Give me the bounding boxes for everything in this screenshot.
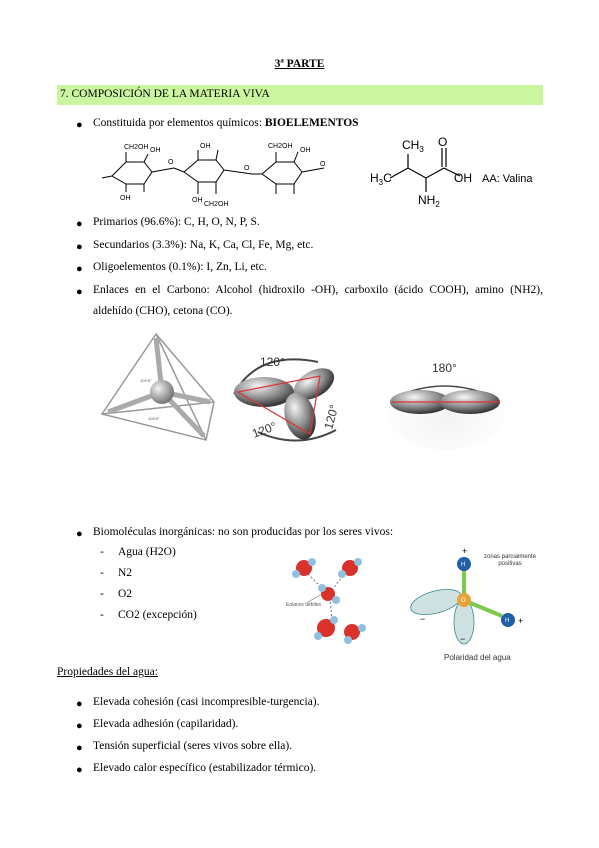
valina-nh2: NH2: [418, 193, 440, 208]
atom-h-label: H: [461, 562, 465, 568]
angle-label: 120°: [321, 403, 341, 431]
element-secundarios: Secundarios (3.3%): Na, K, Ca, Cl, Fe, M…: [93, 239, 314, 251]
water-props-heading: Propiedades del agua:: [57, 666, 158, 678]
valina-ch3: CH3: [402, 138, 424, 154]
angle-label: 180°: [432, 361, 457, 375]
dash-icon: -: [100, 588, 104, 600]
bullet-icon: ●: [76, 764, 83, 776]
inorganic-item: N2: [118, 567, 133, 579]
bioelementos-label: BIOELEMENTOS: [264, 117, 359, 129]
bullet-icon: ●: [76, 241, 83, 253]
bullet-icon: ●: [76, 742, 83, 754]
water-prop-item: Tensión superficial (seres vivos sobre e…: [93, 740, 293, 752]
angle-label: 109.5°: [140, 378, 152, 383]
valina-o: O: [438, 135, 447, 149]
sugar-label: OH: [150, 147, 161, 154]
positive-zones-label: zonas parcialmente positivas: [483, 554, 537, 567]
angle-label: 120°: [260, 355, 285, 369]
linear-diagram: 180°: [386, 361, 506, 450]
atom-h-label: H: [505, 618, 509, 624]
bullet-icon: ●: [76, 286, 83, 298]
sugar-label: O: [320, 161, 326, 168]
dash-icon: -: [100, 609, 104, 621]
sugar-label: CH2OH: [268, 143, 293, 150]
atom-o-label: O: [461, 598, 466, 604]
angle-label: 109.5°: [148, 416, 160, 421]
inorganic-item: CO2 (excepción): [118, 609, 197, 621]
bullet-icon: ●: [76, 720, 83, 732]
plus-sign: +: [462, 546, 467, 556]
tetrahedral-diagram: 109.5° 109.5°: [100, 332, 215, 441]
page-title: 3ª PARTE: [274, 58, 325, 70]
bullet-icon: ●: [76, 698, 83, 710]
minus-sign: −: [420, 614, 425, 624]
sugar-label: OH: [192, 197, 203, 204]
valina-diagram: CH3 H3C O OH NH2 AA: Valina: [370, 135, 533, 208]
sugar-label: OH: [200, 143, 211, 150]
intro-text: Constituida por elementos químicos: BIOE…: [93, 117, 359, 129]
bonds-label: Enlaces débiles: [286, 602, 322, 608]
water-prop-item: Elevada adhesión (capilaridad).: [93, 718, 239, 730]
valina-oh: OH: [454, 171, 472, 185]
element-oligoelementos: Oligoelementos (0.1%): I, Zn, Li, etc.: [93, 261, 267, 273]
trigonal-diagram: 120° 120° 120°: [233, 355, 341, 442]
water-molecules-diagram: Enlaces débiles: [286, 558, 366, 644]
polysaccharide-diagram: CH2OH OH OH OH OH CH2OH CH2OH OH O O O: [101, 143, 326, 208]
sugar-label: OH: [300, 147, 311, 154]
bullet-icon: ●: [76, 218, 83, 230]
inorganic-item: O2: [118, 588, 133, 600]
inorganic-item: Agua (H2O): [118, 546, 176, 558]
bullet-icon: ●: [76, 263, 83, 275]
section-highlight: [57, 85, 543, 105]
section-title: 7. COMPOSICIÓN DE LA MATERIA VIVA: [60, 88, 270, 100]
water-polarity-diagram: H H O + + − − zonas parcialmente positiv…: [410, 546, 537, 662]
sugar-label: OH: [120, 195, 131, 202]
water-prop-item: Elevada cohesión (casi incompresible-tur…: [93, 696, 320, 708]
inorganic-text: Biomoléculas inorgánicas: no son produci…: [93, 526, 394, 538]
dash-icon: -: [100, 546, 104, 558]
polarity-caption: Polaridad del agua: [444, 653, 511, 662]
carbon-bonds-text: Enlaces en el Carbono: Alcohol (hidroxil…: [93, 284, 543, 317]
sugar-label: O: [244, 165, 250, 172]
valina-label: AA: Valina: [482, 173, 533, 185]
dash-icon: -: [100, 567, 104, 579]
valina-h3c: H3C: [370, 171, 392, 187]
sugar-label: CH2OH: [124, 144, 149, 151]
sugar-label: CH2OH: [204, 201, 229, 208]
element-primarios: Primarios (96.6%): C, H, O, N, P, S.: [93, 216, 260, 228]
bullet-icon: ●: [76, 119, 83, 131]
water-prop-item: Elevado calor específico (estabilizador …: [93, 762, 317, 774]
plus-sign: +: [518, 616, 523, 626]
bullet-icon: ●: [76, 528, 83, 540]
minus-sign: −: [460, 634, 465, 644]
sugar-label: O: [168, 159, 174, 166]
